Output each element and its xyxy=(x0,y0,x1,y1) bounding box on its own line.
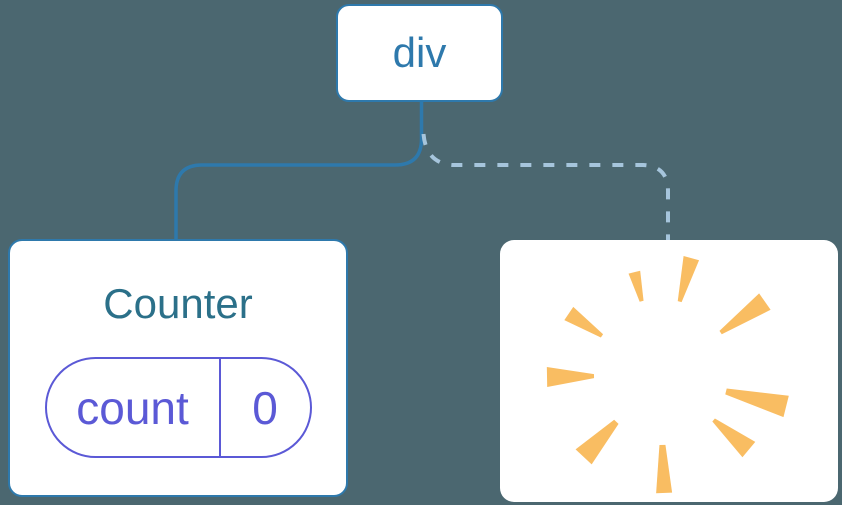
edge-dashed-removed-child xyxy=(421,133,670,240)
poof-icon xyxy=(546,256,789,494)
state-pill-divider xyxy=(218,359,221,457)
counter-component-card: Counter count 0 xyxy=(8,239,348,497)
tree-node-div: div xyxy=(336,4,503,102)
removed-component-card xyxy=(500,240,838,502)
counter-title: Counter xyxy=(103,280,253,327)
state-key-label: count xyxy=(76,381,189,434)
state-value-label: 0 xyxy=(252,381,278,434)
tree-node-div-label: div xyxy=(392,29,447,76)
state-pill: count 0 xyxy=(44,357,312,459)
edge-solid-parent-to-counter xyxy=(174,99,424,243)
